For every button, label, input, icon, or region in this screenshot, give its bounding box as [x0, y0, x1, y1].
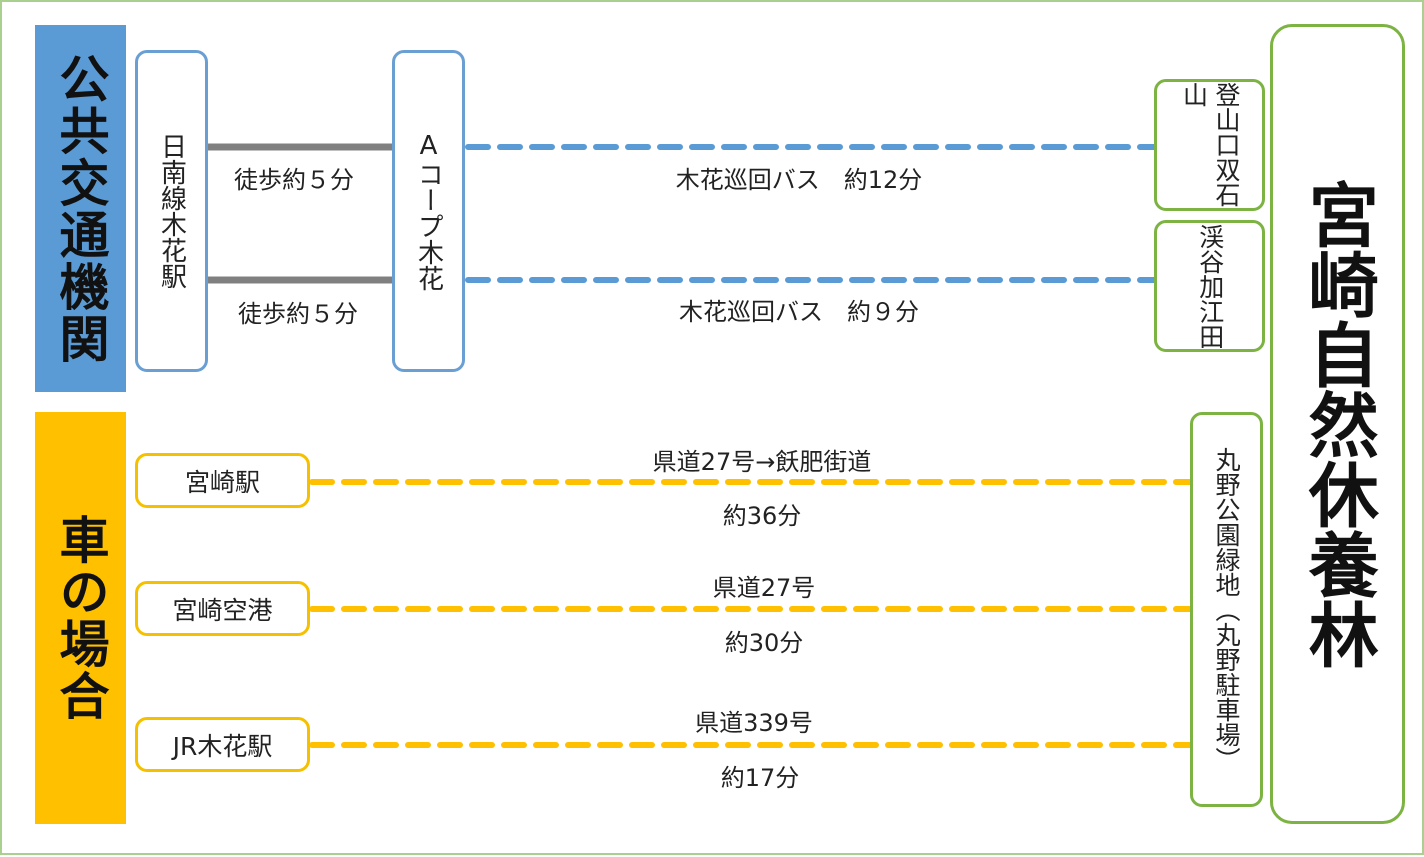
- origin-miyazaki-box: 宮崎駅: [135, 453, 310, 508]
- entrance-keiya-label: 渓谷加江田: [1195, 223, 1225, 349]
- entrance-keiya-box: 渓谷加江田: [1154, 220, 1265, 352]
- origin-jr-label: JR木花駅: [172, 731, 273, 761]
- car-road-label-3: 県道339号: [695, 709, 813, 737]
- maruno-box: 丸野公園緑地（丸野駐車場）: [1190, 412, 1263, 807]
- walk-label-2: 徒歩約５分: [238, 300, 358, 328]
- bus-label-2: 木花巡回バス 約９分: [679, 298, 919, 326]
- station-label: 日南線木花駅: [156, 133, 187, 289]
- acoop-label: Aコープ木花: [413, 131, 444, 291]
- destination-label: 宮崎自然休養林: [1297, 179, 1380, 669]
- station-box: 日南線木花駅: [135, 50, 208, 372]
- car-time-label-1: 約36分: [722, 502, 802, 530]
- destination-box: 宮崎自然休養林: [1270, 24, 1405, 824]
- car-label: 車の場合: [51, 514, 110, 722]
- car-time-label-3: 約17分: [720, 764, 800, 792]
- acoop-box: Aコープ木花: [392, 50, 465, 372]
- entrance-futaishi-label: 登山口双石山: [1179, 82, 1242, 207]
- car-road-label-1: 県道27号→飫肥街道: [652, 448, 872, 476]
- maruno-label: 丸野公園緑地（丸野駐車場）: [1212, 447, 1241, 772]
- origin-airport-label: 宮崎空港: [172, 595, 273, 625]
- car-road-label-2: 県道27号: [712, 574, 816, 602]
- car-time-label-2: 約30分: [724, 629, 804, 657]
- public-transport-section: 公共交通機関: [35, 25, 126, 392]
- walk-label-1: 徒歩約５分: [234, 166, 354, 194]
- bus-label-1: 木花巡回バス 約12分: [675, 166, 923, 194]
- origin-jr-box: JR木花駅: [135, 717, 310, 772]
- car-section: 車の場合: [35, 412, 126, 824]
- public-transport-label: 公共交通機関: [51, 52, 110, 365]
- origin-miyazaki-label: 宮崎駅: [184, 467, 260, 497]
- origin-airport-box: 宮崎空港: [135, 581, 310, 636]
- entrance-futaishi-box: 登山口双石山: [1154, 79, 1265, 211]
